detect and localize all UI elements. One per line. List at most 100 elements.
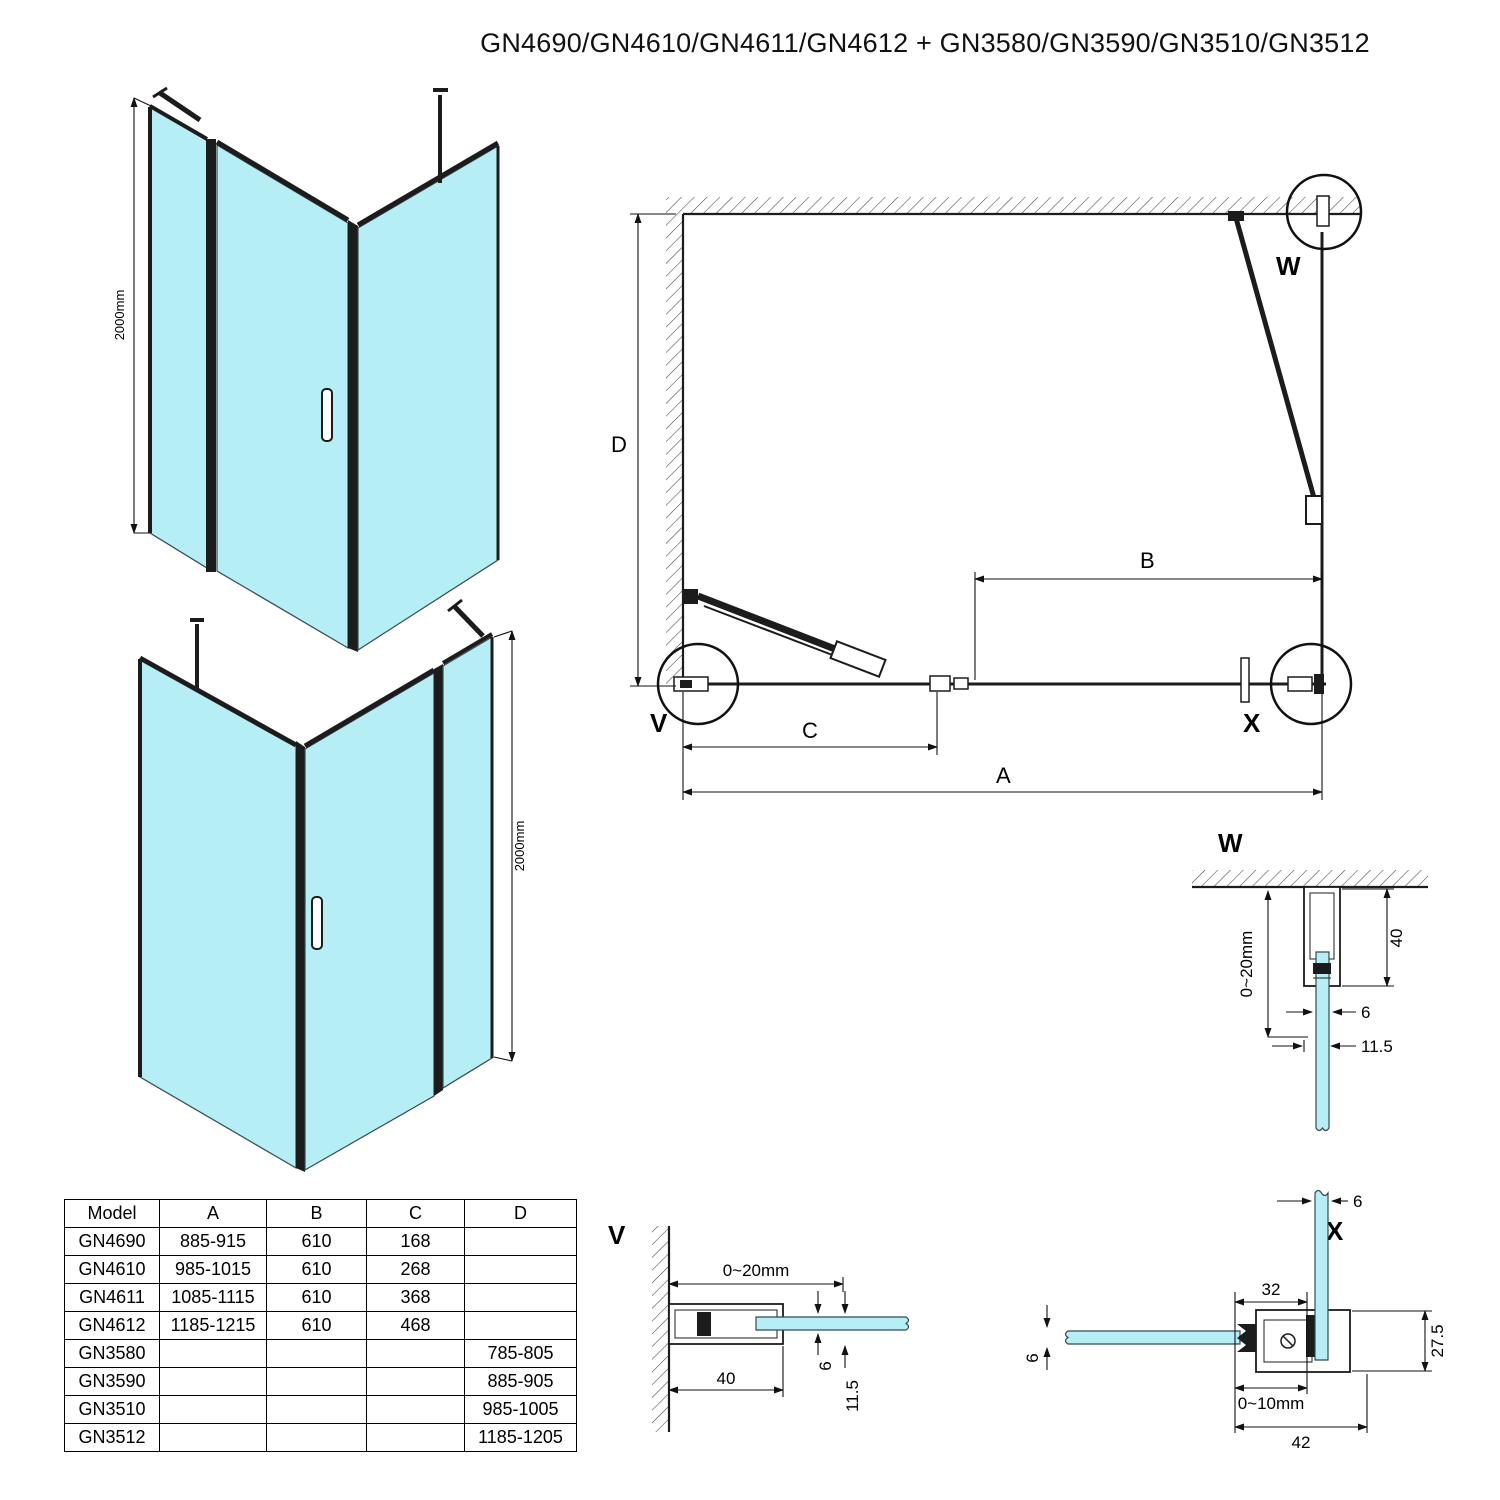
fixed-panel-glass: [442, 635, 493, 1090]
dimension-range: 0~20mm: [668, 1261, 844, 1292]
dimension-42: 42: [1234, 1374, 1368, 1452]
detail-v-hardware: [673, 676, 709, 692]
table-row: GN3510 985-1005: [64, 1395, 577, 1424]
height-label-2: 2000mm: [512, 821, 527, 872]
support-bar-right: [447, 598, 485, 638]
left-wall-hatch: [666, 197, 683, 689]
dimension-40: 40: [668, 1346, 784, 1397]
detail-v-drawing: V 0~20mm 40 6 11.5: [608, 1220, 910, 1432]
cell-model: GN4612: [64, 1311, 160, 1340]
dim-label-glass-left: 6: [1023, 1353, 1042, 1362]
screw: [1280, 1333, 1296, 1349]
cell-a: [159, 1395, 267, 1424]
cell-b: [266, 1423, 367, 1452]
table-row: GN4610 985-1015 610 268: [64, 1255, 577, 1284]
table-row: GN3512 1185-1205: [64, 1423, 577, 1452]
dimension-glass-top: 6: [1277, 1192, 1362, 1211]
corner-profile: [348, 220, 358, 652]
dim-label-b: B: [1140, 548, 1155, 573]
wall-hatch: [1192, 870, 1428, 887]
dim-label-range: 0~10mm: [1238, 1394, 1305, 1413]
cell-b: 610: [266, 1227, 367, 1256]
panel-connectors: [929, 657, 1250, 703]
cell-c: 168: [366, 1227, 465, 1256]
side-panel-glass: [149, 105, 208, 570]
cell-model: GN3590: [64, 1367, 160, 1396]
door-top-profile: [215, 139, 350, 223]
plan-view: V W X D B C A: [611, 173, 1363, 800]
cell-model: GN4610: [64, 1255, 160, 1284]
detail-x-hardware: [1287, 674, 1324, 694]
top-profile: [148, 104, 209, 141]
detail-v-label: V: [608, 1220, 626, 1250]
fastener: [697, 1312, 711, 1336]
glass-section: [1315, 951, 1330, 1132]
corner-profile: [296, 741, 305, 1172]
door-top-profile: [303, 667, 436, 749]
cell-d: 1185-1205: [464, 1423, 577, 1452]
hinge-profile: [434, 664, 443, 1096]
dimension-6: 6: [814, 1291, 835, 1371]
dimension-range: 0~10mm: [1234, 1384, 1308, 1413]
dimension-275: 27.5: [1352, 1310, 1447, 1372]
cell-c: [366, 1395, 465, 1424]
cell-d: 985-1005: [464, 1395, 577, 1424]
dimension-a: A: [682, 690, 1323, 800]
cell-a: 1085-1115: [159, 1283, 267, 1312]
dimension-d: D: [611, 213, 676, 687]
dim-label-a: A: [996, 763, 1011, 788]
cell-c: [366, 1339, 465, 1368]
side-panel-glass: [139, 657, 297, 1170]
cell-d: [464, 1255, 577, 1284]
detail-label-x: X: [1243, 708, 1261, 738]
cell-b: [266, 1367, 367, 1396]
cell-c: [366, 1367, 465, 1396]
cell-c: 368: [366, 1283, 465, 1312]
dim-label-115: 11.5: [1361, 1037, 1393, 1056]
profile-section: [1255, 1309, 1351, 1373]
detail-circle-w: [1285, 173, 1363, 251]
dim-label-42: 42: [1292, 1433, 1311, 1452]
dimension-115: 11.5: [1272, 1037, 1393, 1056]
dim-label-d: D: [611, 432, 627, 457]
dimension-c: C: [682, 692, 938, 755]
dim-label-40: 40: [717, 1369, 736, 1388]
cell-d: [464, 1283, 577, 1312]
iso-view-1: 2000mm: [112, 86, 500, 652]
dim-label-glass-top: 6: [1353, 1192, 1362, 1211]
cell-d: [464, 1227, 577, 1256]
dim-label-115: 11.5: [843, 1380, 862, 1412]
table-row: GN3590 885-905: [64, 1367, 577, 1396]
dimension-6: 6: [1286, 1003, 1370, 1022]
dimension-115: 11.5: [841, 1291, 862, 1412]
dim-label-32: 32: [1262, 1280, 1281, 1299]
table-row: GN3580 785-805: [64, 1339, 577, 1368]
return-top-profile: [356, 140, 500, 228]
support-bar-left: [152, 86, 202, 123]
cell-a: 885-915: [159, 1227, 267, 1256]
cell-a: [159, 1423, 267, 1452]
dimension-range: 0~20mm: [1237, 890, 1308, 1038]
fixed-top-profile: [441, 632, 494, 665]
cell-model: GN3580: [64, 1339, 160, 1368]
dim-label-40: 40: [1387, 929, 1406, 948]
cell-c: 268: [366, 1255, 465, 1284]
dimension-40: 40: [1342, 888, 1406, 987]
seal-gasket: [1237, 1324, 1256, 1352]
detail-circle-v: [656, 642, 740, 726]
detail-w-drawing: W 40 0~20mm 6 11.5: [1192, 828, 1428, 1132]
dim-label-range: 0~20mm: [1237, 931, 1256, 998]
wall-hatch: [652, 1226, 669, 1432]
door-handle: [321, 388, 333, 442]
table-row: GN4611 1085-1115 610 368: [64, 1283, 577, 1312]
detail-w-label: W: [1218, 828, 1243, 858]
dim-label-6: 6: [1361, 1003, 1370, 1022]
support-bar-right: [433, 88, 448, 183]
detail-label-w: W: [1276, 251, 1301, 281]
detail-x-drawing: X 6 6 32 0~10mm: [1023, 1189, 1447, 1452]
dim-label-c: C: [802, 718, 818, 743]
open-door-plan: [684, 589, 887, 679]
page-title: GN4690/GN4610/GN4611/GN4612 + GN3580/GN3…: [480, 28, 1370, 58]
cell-c: [366, 1423, 465, 1452]
